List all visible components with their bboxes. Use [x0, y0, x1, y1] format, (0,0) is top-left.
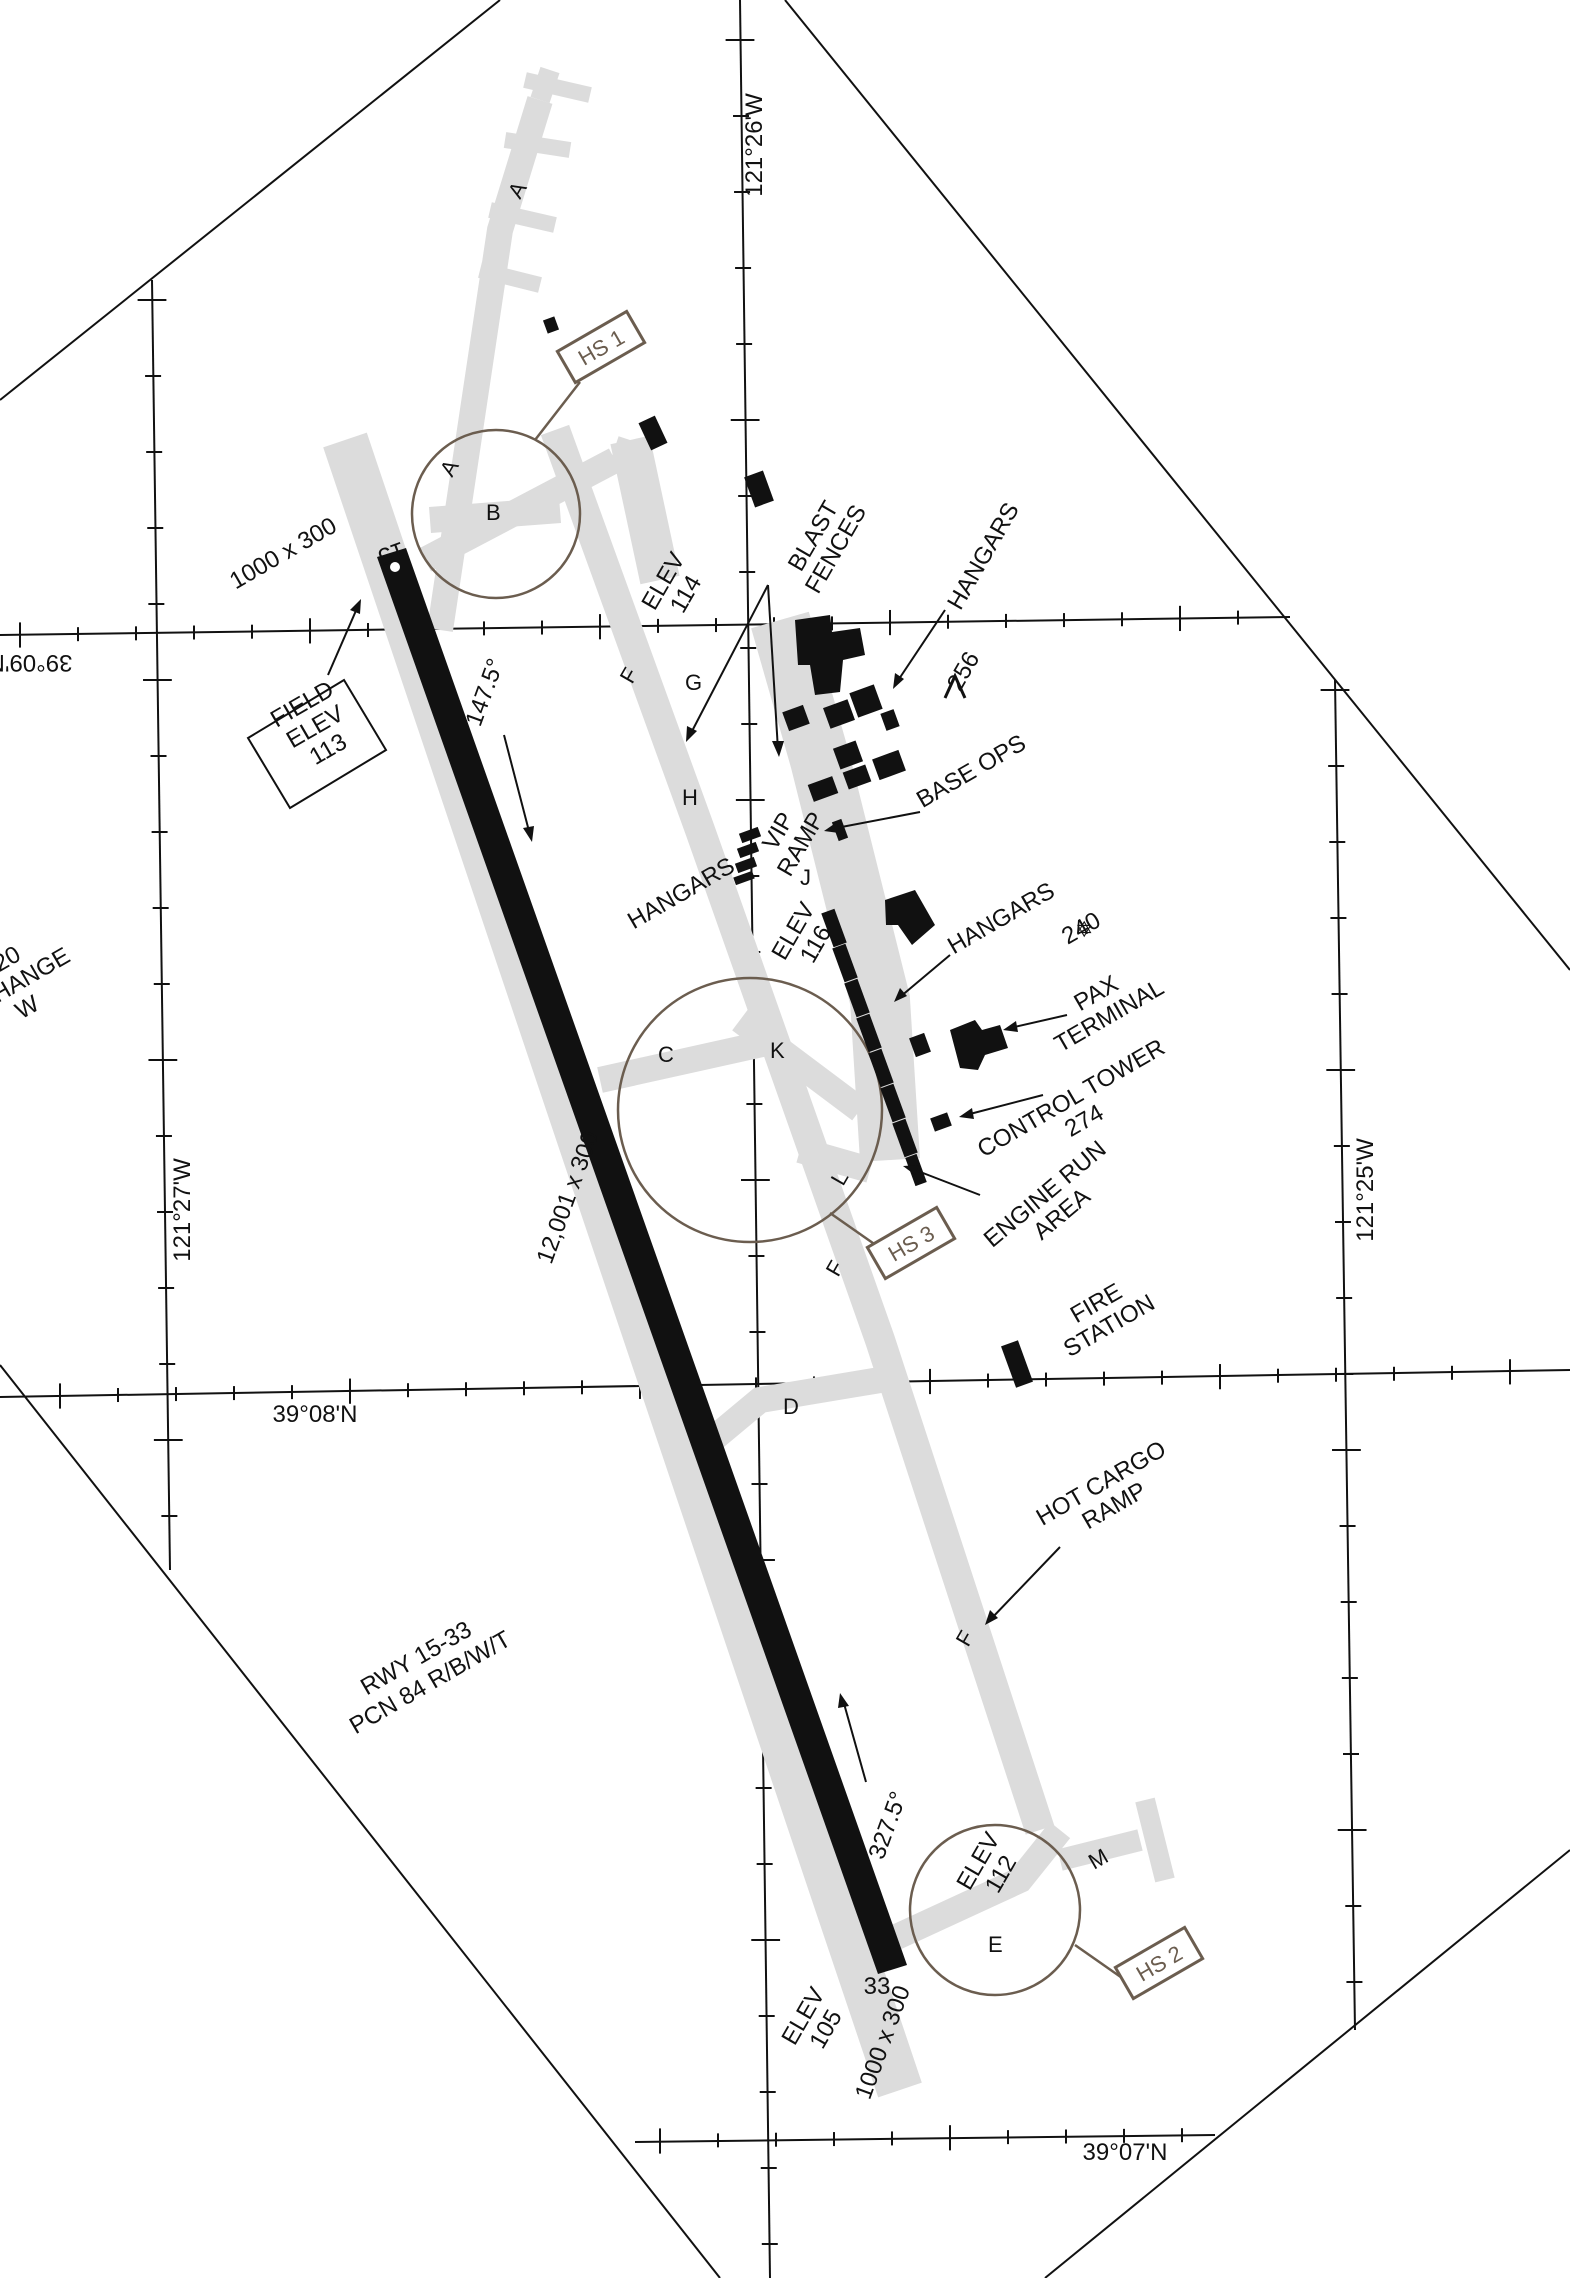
- taxiway-label: H: [682, 785, 698, 810]
- latitude-label: 39°08'N: [273, 1401, 358, 1428]
- latitude-label: 39°07'N: [1083, 2139, 1168, 2166]
- hot-cargo-ramp-label: HOT CARGO RAMP: [1032, 1436, 1171, 1535]
- blast-fences-label: BLAST FENCES: [783, 496, 872, 598]
- elevation-south-runway: ELEV 105: [776, 1983, 847, 2053]
- hot-spot-2-circle: [908, 1823, 1082, 1997]
- leader-arrows: [327, 584, 1068, 1783]
- runway-strength: RWY 15-33 PCN 84 R/B/W/T: [345, 1616, 516, 1740]
- taxiway-label: C: [658, 1042, 674, 1067]
- taxiway-label: K: [770, 1038, 785, 1063]
- fire-station-label: FIRE STATION: [1059, 1278, 1159, 1363]
- runway-33-designator: 33: [864, 1973, 891, 2000]
- heading-north: 327.5°: [863, 1788, 912, 1863]
- taxiway-label: J: [800, 865, 811, 890]
- hot-spot-1-circle: [410, 428, 582, 600]
- obstacles: ✡: [943, 672, 1093, 943]
- hangars-mid-label: HANGARS: [943, 877, 1059, 960]
- runway-15-33: [377, 548, 907, 1974]
- obstacle-240-label: 240: [1057, 907, 1105, 950]
- magnetic-variation-label: 020 F CHANGE W: [0, 941, 75, 1028]
- latitude-label: 39°09'N: [0, 649, 72, 676]
- hangars-ne-label: HANGARS: [942, 498, 1025, 614]
- field-elevation-box: [246, 678, 388, 810]
- longitude-label: 121°27'W: [169, 1158, 196, 1262]
- obstacle-240-icon: ✡: [1075, 918, 1093, 943]
- taxiway-label: B: [486, 500, 501, 525]
- heading-south: 147.5°: [460, 655, 509, 730]
- base-ops-label: BASE OPS: [912, 729, 1031, 813]
- longitude-label: 121°26'W: [741, 93, 768, 197]
- hot-spot-3-circle: [616, 976, 884, 1244]
- hot-spot-areas: [410, 381, 1126, 1997]
- taxiway-label: D: [783, 1394, 799, 1419]
- overrun-north: 1000 x 300: [225, 512, 341, 595]
- taxiway-label: E: [988, 1932, 1003, 1957]
- longitude-label: 121°25'W: [1352, 1138, 1379, 1242]
- engine-run-label: ENGINE RUN AREA: [979, 1135, 1112, 1253]
- coordinate-labels: 121°26'W 121°27'W 121°25'W 39°09'N 39°08…: [0, 93, 1379, 2166]
- taxiway-label: G: [685, 670, 702, 695]
- obstacle-256-icon: [943, 672, 967, 699]
